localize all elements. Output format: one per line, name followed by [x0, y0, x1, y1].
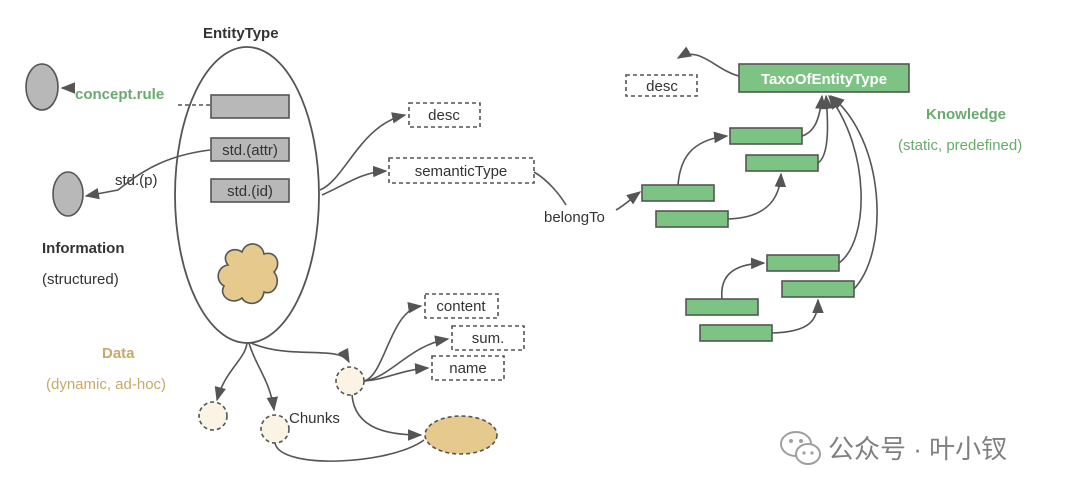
entity-to-chunk-left-link	[214, 342, 248, 402]
std-p-link	[84, 149, 211, 200]
knowledge-desc-box	[625, 74, 698, 97]
chunk-node-middle	[260, 414, 290, 444]
desc-label: desc	[428, 107, 460, 124]
taxo-link-8-6	[771, 298, 824, 334]
content-box	[424, 293, 499, 319]
taxo-node-7	[685, 298, 759, 316]
concept-rule-label: concept.rule	[75, 86, 164, 103]
taxo-link-3-1	[677, 131, 729, 186]
knowledge-title: Knowledge	[926, 106, 1006, 123]
belong-to-label: belongTo	[544, 209, 605, 226]
taxo-link-6-top	[829, 95, 878, 290]
std-id-box	[210, 178, 290, 203]
name-label: name	[449, 360, 487, 377]
entity-to-semantic-link	[321, 165, 388, 196]
chunk-to-name-link	[363, 363, 430, 382]
entity-to-chunks-link	[248, 342, 278, 412]
semantic-type-label: semanticType	[415, 163, 508, 180]
data-cloud	[217, 243, 279, 305]
sum-box	[451, 325, 525, 351]
taxo-node-2	[745, 154, 819, 172]
taxo-node-8	[699, 324, 773, 342]
data-blob	[424, 415, 498, 455]
name-box	[431, 355, 505, 381]
taxo-node-3	[641, 184, 715, 202]
chunk-to-content-link	[363, 301, 423, 382]
taxo-node-4	[655, 210, 729, 228]
entity-to-desc-link	[319, 112, 407, 191]
std-attr-label: std.(attr)	[222, 142, 278, 159]
content-label: content	[436, 298, 486, 315]
knowledge-desc-label: desc	[646, 78, 678, 95]
std-p-node	[52, 171, 84, 217]
chunks-to-cloud-link	[274, 439, 425, 462]
knowledge-subtitle: (static, predefined)	[898, 137, 1022, 154]
taxo-link-4-2	[727, 172, 787, 220]
chunk-node-left	[198, 401, 228, 431]
taxo-node-6	[781, 280, 855, 298]
chunks-label: Chunks	[289, 410, 340, 427]
semantic-to-belongto-link	[533, 171, 567, 206]
taxo-link-1-top	[801, 94, 827, 137]
taxo-of-entity-type-label: TaxoOfEntityType	[761, 71, 887, 88]
concept-rule-node	[25, 63, 59, 111]
desc-box	[408, 102, 481, 128]
taxo-link-2-top	[817, 94, 833, 164]
taxo-link-7-5	[720, 257, 766, 300]
belongto-to-knowledge-link	[615, 191, 642, 211]
std-id-label: std.(id)	[227, 183, 273, 200]
semantic-type-box	[388, 157, 535, 184]
information-title: Information	[42, 240, 125, 257]
wechat-icon	[780, 431, 821, 465]
chunk-node-right	[335, 366, 365, 396]
taxo-node-1	[729, 127, 803, 145]
std-attr-box	[210, 137, 290, 162]
information-subtitle: (structured)	[42, 271, 119, 288]
concept-rule-slot	[210, 94, 290, 119]
chunk-to-sum-link	[363, 335, 450, 382]
data-title: Data	[102, 345, 135, 362]
data-subtitle: (dynamic, ad-hoc)	[46, 376, 166, 393]
sum-label: sum.	[472, 330, 505, 347]
entity-type-title: EntityType	[203, 25, 279, 42]
taxo-link-5-top	[828, 94, 862, 264]
watermark-text: 公众号 · 叶小钗	[828, 434, 1007, 464]
entity-to-chunk-right-link	[250, 342, 350, 364]
taxo-to-desc-link	[676, 46, 740, 77]
chunk-to-cloud-link	[351, 394, 423, 441]
taxo-of-entity-type-box	[738, 63, 910, 93]
taxo-node-5	[766, 254, 840, 272]
